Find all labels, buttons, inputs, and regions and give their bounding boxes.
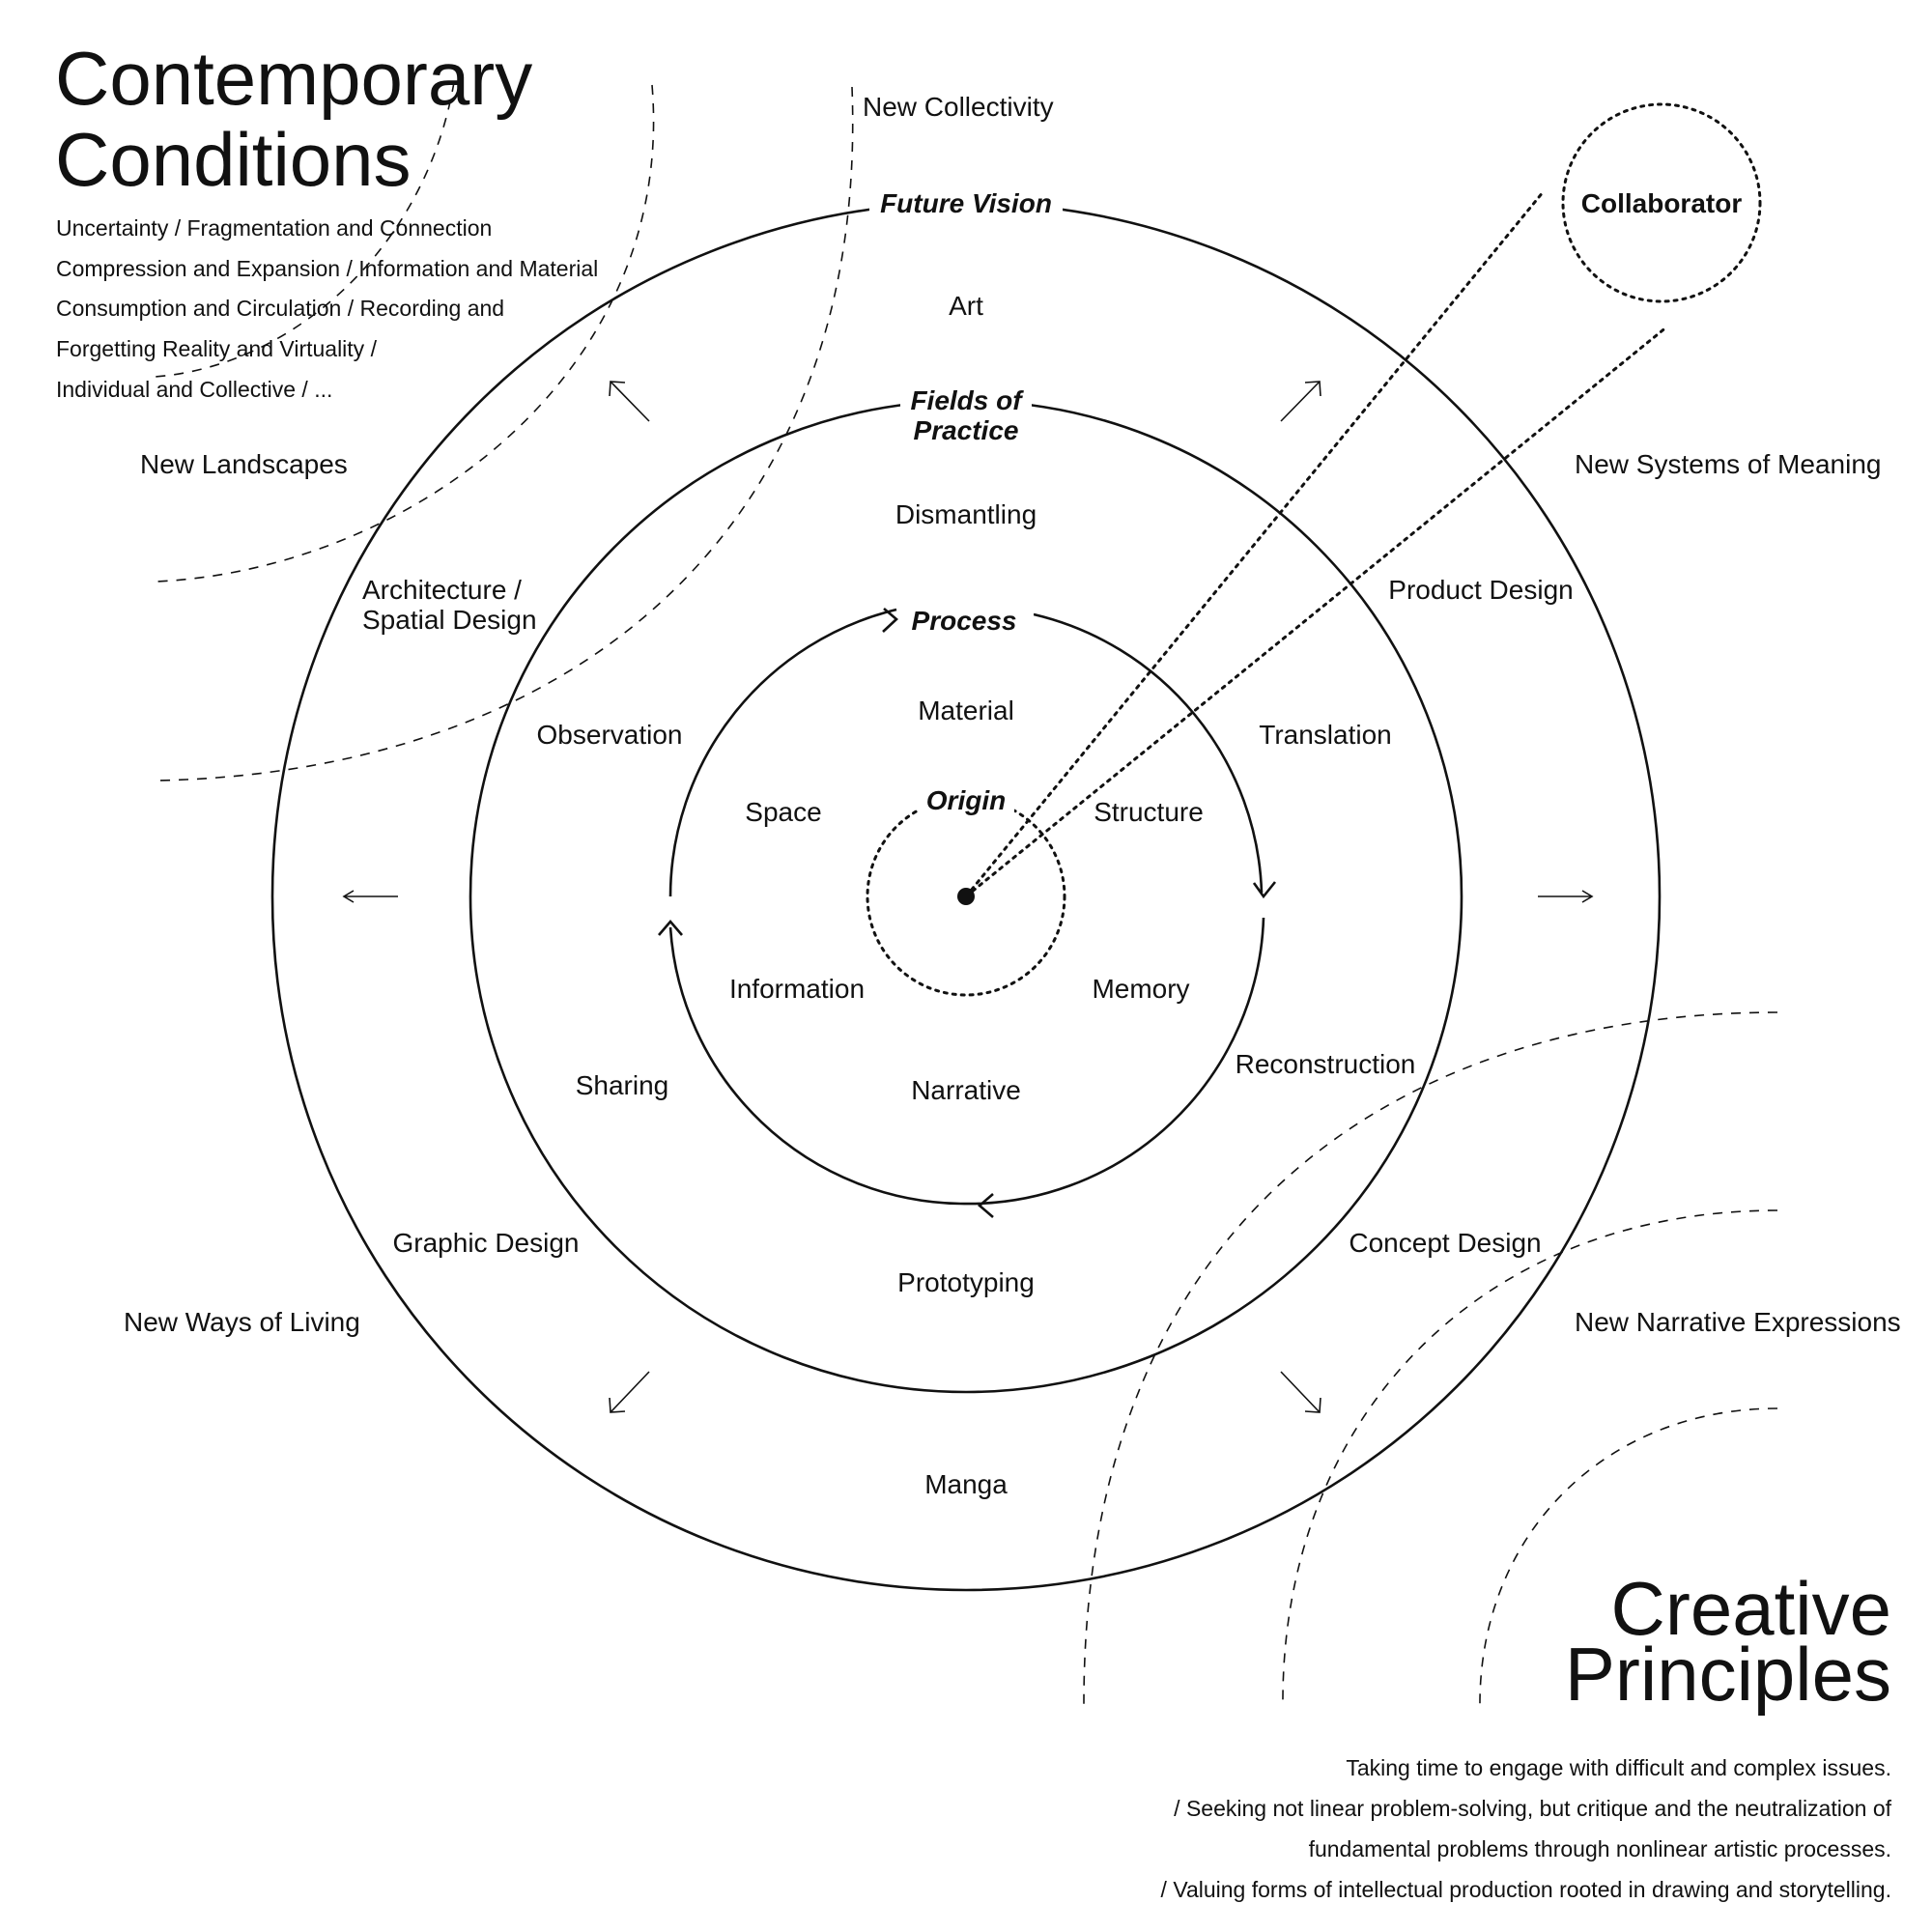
creative-body-line: / Seeking not linear problem-solving, bu… — [1174, 1796, 1891, 1821]
contemporary-body-line: Forgetting Reality and Virtuality / — [56, 336, 378, 361]
fields-of-practice-heading-line2: Practice — [914, 415, 1019, 445]
label-new-landscapes: New Landscapes — [140, 449, 348, 479]
future-item-architecture-line1: Architecture / — [362, 575, 522, 605]
future-item-concept-design: Concept Design — [1349, 1228, 1541, 1258]
process-arrowhead-left — [658, 920, 683, 936]
origin-dot — [957, 888, 975, 905]
contemporary-body-line: Compression and Expansion / Information … — [56, 256, 598, 281]
creative-body-line: fundamental problems through nonlinear a… — [1309, 1836, 1891, 1861]
contemporary-title-line2: Conditions — [55, 117, 412, 202]
future-item-architecture-line2: Spatial Design — [362, 605, 537, 635]
label-new-collectivity: New Collectivity — [863, 92, 1054, 122]
fields-item-reconstruction: Reconstruction — [1236, 1049, 1416, 1079]
process-ring-arc-top — [668, 608, 897, 897]
fields-item-dismantling: Dismantling — [895, 499, 1037, 529]
label-new-narrative-expressions: New Narrative Expressions — [1575, 1307, 1901, 1337]
fields-of-practice-heading-line1: Fields of — [910, 385, 1024, 415]
future-vision-heading: Future Vision — [880, 188, 1052, 218]
arrow-up-right — [1280, 381, 1321, 422]
contemporary-body-line: Consumption and Circulation / Recording … — [56, 296, 504, 321]
fields-item-observation: Observation — [537, 720, 683, 750]
collaborator-connector-2 — [964, 325, 1669, 898]
fields-item-prototyping: Prototyping — [897, 1267, 1035, 1297]
label-new-ways-of-living: New Ways of Living — [124, 1307, 360, 1337]
arrow-up-left — [609, 381, 650, 422]
dashed-arc-lower-2 — [1282, 1209, 1778, 1709]
process-item-narrative: Narrative — [911, 1075, 1021, 1105]
future-item-product-design: Product Design — [1388, 575, 1573, 605]
process-ring-arc-right — [1033, 612, 1264, 894]
creative-title-line2: Principles — [1565, 1632, 1891, 1717]
contemporary-title-line1: Contemporary — [55, 36, 532, 121]
creative-title-line1: Creative — [1611, 1566, 1891, 1651]
collaborator-circle — [1561, 102, 1762, 303]
arrow-right — [1538, 890, 1594, 903]
process-arrowhead-bottom — [978, 1193, 994, 1218]
contemporary-body-line: Uncertainty / Fragmentation and Connecti… — [56, 215, 492, 241]
process-arrowhead-top — [882, 608, 898, 633]
fields-item-sharing: Sharing — [576, 1070, 669, 1100]
arrow-down-left — [609, 1371, 650, 1413]
process-ring-arc-bottom — [959, 917, 1265, 1206]
process-item-material: Material — [918, 696, 1014, 725]
process-item-space: Space — [745, 797, 821, 827]
process-item-information: Information — [729, 974, 865, 1004]
process-item-memory: Memory — [1092, 974, 1189, 1004]
arrow-left — [342, 890, 398, 903]
contemporary-body-line: Individual and Collective / ... — [56, 377, 332, 402]
process-ring-arc-left — [668, 926, 961, 1206]
creative-body-line: Taking time to engage with difficult and… — [1346, 1755, 1891, 1780]
process-heading: Process — [912, 606, 1017, 636]
origin-heading: Origin — [926, 785, 1006, 815]
dashed-arc-upper-1 — [154, 81, 455, 378]
collaborator-label: Collaborator — [1581, 188, 1743, 218]
dashed-arc-upper-3 — [156, 86, 854, 781]
future-item-art: Art — [949, 291, 983, 321]
process-item-structure: Structure — [1094, 797, 1204, 827]
future-item-graphic-design: Graphic Design — [393, 1228, 580, 1258]
collaborator-connector-1 — [964, 189, 1546, 898]
label-new-systems-of-meaning: New Systems of Meaning — [1575, 449, 1881, 479]
creative-body-line: / Valuing forms of intellectual producti… — [1161, 1877, 1891, 1902]
fields-item-translation: Translation — [1259, 720, 1391, 750]
arrow-down-right — [1280, 1371, 1321, 1413]
process-arrowhead-right — [1252, 881, 1277, 899]
future-item-manga: Manga — [924, 1469, 1008, 1499]
